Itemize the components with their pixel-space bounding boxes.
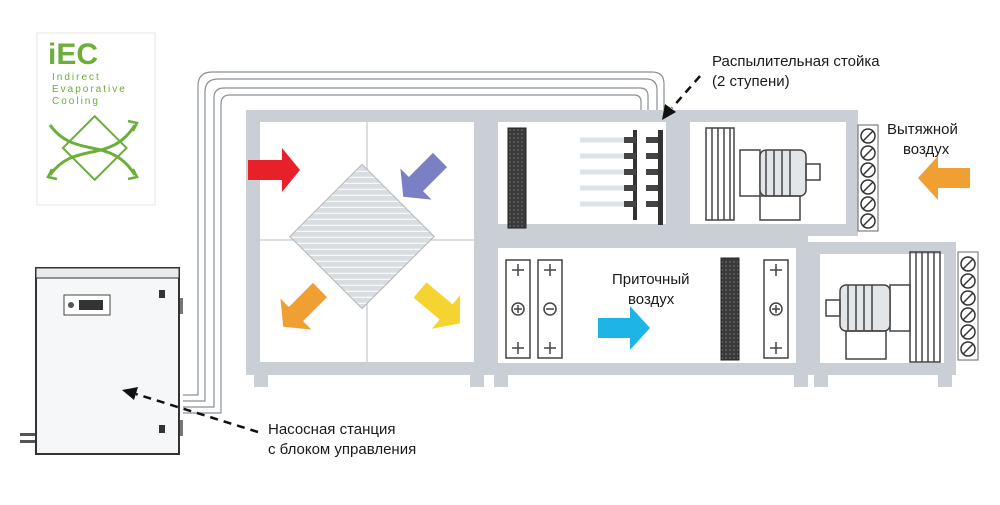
cooled-exhaust-out-arrow — [280, 282, 328, 330]
heat-exchange-icon — [46, 114, 139, 182]
iec-logo: iEC Indirect Evaporative Cooling — [36, 32, 156, 206]
logo-main-text: iEC — [48, 38, 98, 71]
logo-line-3: Cooling — [52, 96, 100, 107]
exhaust-to-exchanger-arrow — [400, 152, 448, 200]
exhaust-damper — [857, 124, 879, 232]
pump-station-label-line2: с блоком управления — [268, 441, 416, 458]
callout-lines — [122, 75, 701, 434]
spray-rack-label-line1: Распылительная стойка — [712, 53, 880, 70]
spray-nozzles — [580, 130, 663, 225]
exhaust-fan-section — [678, 110, 879, 236]
exhaust-air-in-arrow — [918, 156, 970, 200]
supply-filter — [720, 257, 740, 361]
supply-air-to-coils-arrow — [413, 282, 461, 329]
logo-line-2: Evaporative — [52, 84, 127, 95]
water-pipes — [183, 71, 665, 414]
spray-section — [486, 110, 678, 236]
supply-section — [486, 236, 808, 387]
logo-line-1: Indirect — [52, 72, 101, 83]
heating-coil — [505, 259, 531, 359]
exhaust-air-label-line2: воздух — [903, 141, 950, 158]
outdoor-air-arrow — [248, 148, 300, 192]
supply-air-label-line1: Приточный — [612, 271, 689, 288]
cooling-coil — [537, 259, 563, 359]
pump-station-label-line1: Насосная станция — [268, 421, 396, 438]
pump-station-cabinet — [20, 267, 183, 455]
plate-heat-exchanger — [289, 163, 435, 310]
supply-fan-section — [808, 242, 979, 387]
spray-rack-label-line2: (2 ступени) — [712, 73, 790, 90]
supply-air-arrow — [598, 306, 650, 350]
droplet-eliminator-filter — [507, 127, 527, 229]
exhaust-air-label-line1: Вытяжной — [887, 121, 958, 138]
airflow-arrows — [248, 148, 970, 350]
supply-air-label-line2: воздух — [628, 291, 675, 308]
supply-damper — [957, 251, 979, 361]
reheat-coil — [763, 259, 789, 359]
exhaust-fan — [705, 127, 821, 221]
supply-fan — [825, 251, 941, 363]
